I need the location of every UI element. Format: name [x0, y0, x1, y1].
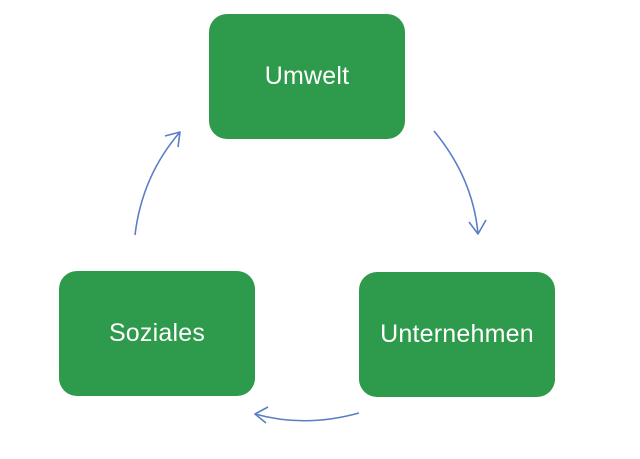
arrow-unternehmen-to-soziales [254, 406, 360, 424]
node-soziales-label: Soziales [108, 319, 206, 347]
node-soziales: Soziales [59, 271, 255, 396]
arrow-umwelt-to-unternehmen [433, 130, 487, 235]
node-unternehmen: Unternehmen [359, 272, 555, 397]
node-umwelt: Umwelt [209, 14, 405, 139]
node-unternehmen-label: Unternehmen [380, 320, 534, 348]
node-umwelt-label: Umwelt [264, 62, 350, 90]
arrow-soziales-to-umwelt [134, 131, 181, 236]
